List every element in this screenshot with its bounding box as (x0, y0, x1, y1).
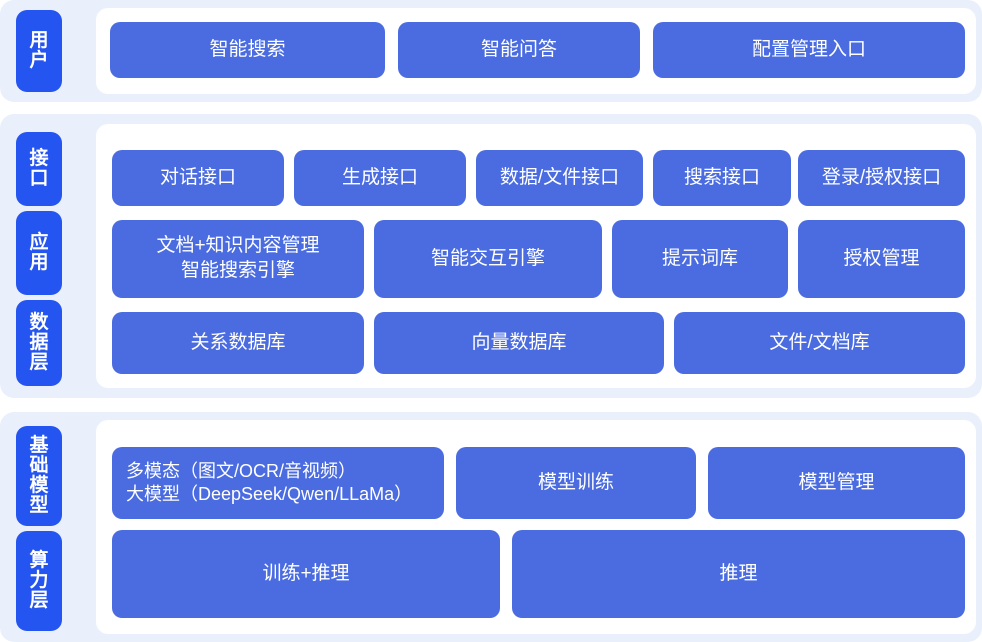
box-file-document-store[interactable]: 文件/文档库 (674, 312, 965, 374)
box-relational-database[interactable]: 关系数据库 (112, 312, 364, 374)
layer-label-compute-text: 算力层 (29, 549, 49, 612)
box-training-inference[interactable]: 训练+推理 (112, 530, 500, 618)
layer-label-data[interactable]: 数据层 (16, 300, 62, 386)
box-doc-knowledge-content-mgmt[interactable]: 文档+知识内容管理 智能搜索引擎 (112, 220, 364, 298)
layer-label-data-text: 数据层 (29, 311, 49, 374)
box-smart-qa[interactable]: 智能问答 (398, 22, 640, 78)
layer-label-user[interactable]: 用户 (16, 10, 62, 92)
box-model-management[interactable]: 模型管理 (708, 447, 965, 519)
layer-label-application-text: 应用 (29, 231, 49, 273)
box-prompt-library[interactable]: 提示词库 (612, 220, 788, 298)
box-smart-interaction-engine[interactable]: 智能交互引擎 (374, 220, 602, 298)
box-config-management-entry[interactable]: 配置管理入口 (653, 22, 965, 78)
layer-label-base-model[interactable]: 基础模型 (16, 426, 62, 526)
box-model-training[interactable]: 模型训练 (456, 447, 696, 519)
layer-label-user-text: 用户 (29, 29, 49, 71)
box-generation-api[interactable]: 生成接口 (294, 150, 466, 206)
box-data-file-api[interactable]: 数据/文件接口 (476, 150, 643, 206)
layer-label-interface[interactable]: 接口 (16, 132, 62, 206)
layer-label-application[interactable]: 应用 (16, 211, 62, 295)
box-multimodal-large-model[interactable]: 多模态（图文/OCR/音视频） 大模型（DeepSeek/Qwen/LLaMa） (112, 447, 444, 519)
box-authorization-management[interactable]: 授权管理 (798, 220, 965, 298)
layer-label-interface-text: 接口 (29, 147, 49, 189)
box-search-api[interactable]: 搜索接口 (653, 150, 791, 206)
box-login-auth-api[interactable]: 登录/授权接口 (798, 150, 965, 206)
layer-label-compute[interactable]: 算力层 (16, 531, 62, 631)
box-smart-search[interactable]: 智能搜索 (110, 22, 385, 78)
box-vector-database[interactable]: 向量数据库 (374, 312, 664, 374)
box-dialog-api[interactable]: 对话接口 (112, 150, 284, 206)
layer-label-base-model-text: 基础模型 (29, 434, 49, 517)
box-inference[interactable]: 推理 (512, 530, 965, 618)
